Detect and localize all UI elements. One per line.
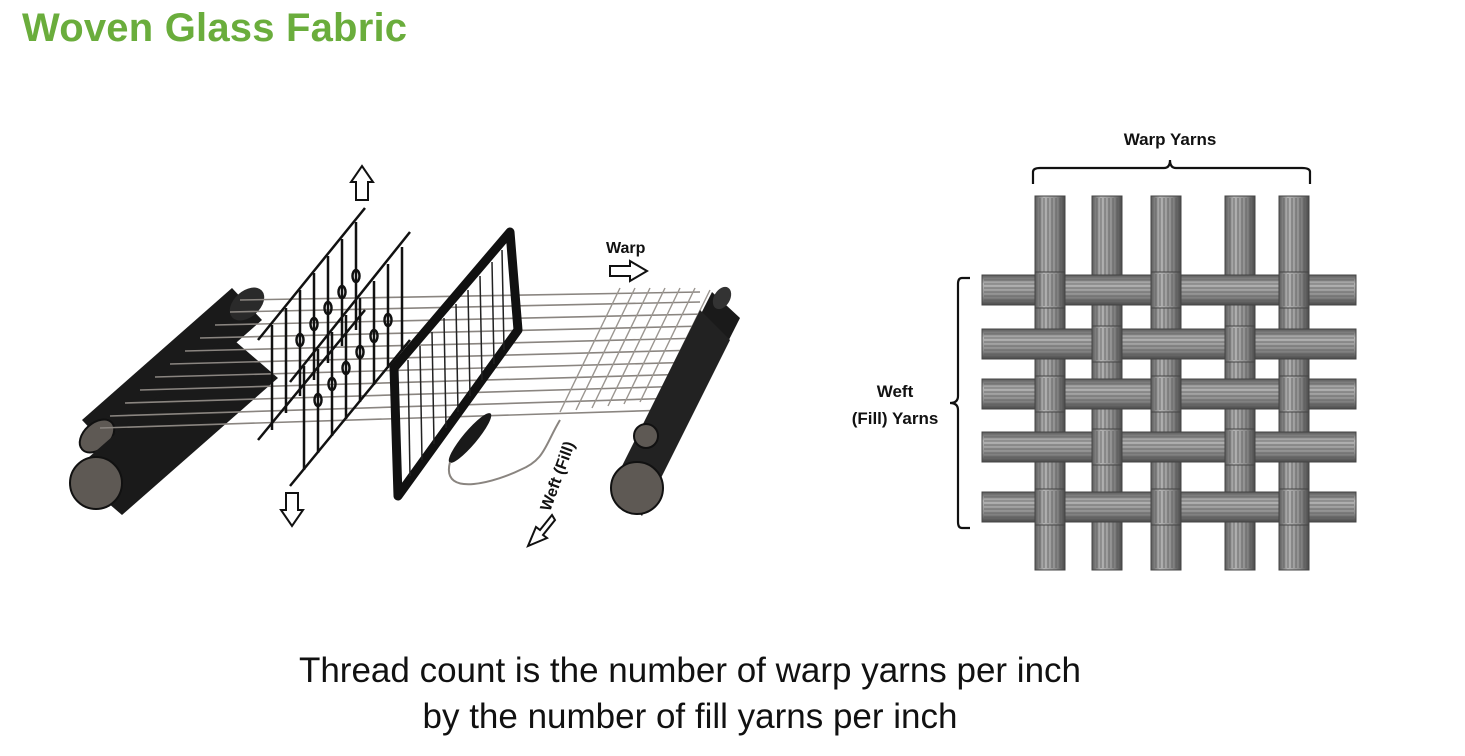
weft-yarn <box>981 328 1357 360</box>
warp-over-segment <box>1034 375 1066 413</box>
warp-over-segment <box>1278 375 1310 413</box>
warp-yarns-label: Warp Yarns <box>1124 130 1217 149</box>
weft-yarns-bracket <box>949 276 970 530</box>
weft-yarns-label-line1: Weft <box>877 382 914 401</box>
weft-yarns-label-line2: (Fill) Yarns <box>852 409 939 428</box>
warp-over-segment <box>1091 428 1123 466</box>
warp-threads <box>99 291 706 429</box>
warp-over-segment <box>1224 428 1256 466</box>
weave-diagram: Warp Yarns Weft (Fill) Yarns <box>852 130 1357 571</box>
cloth-beam-right <box>610 286 740 516</box>
warp-over-segment <box>1150 271 1182 309</box>
heddle-frame-1 <box>257 207 366 441</box>
warp-yarns-bracket <box>1031 159 1312 184</box>
up-arrow-icon <box>349 164 375 201</box>
caption: Thread count is the number of warp yarns… <box>0 648 1380 740</box>
heddle-frame-2 <box>289 231 411 487</box>
weave-grid <box>981 195 1357 571</box>
weft-yarn <box>981 431 1357 463</box>
warp-over-segment <box>1091 325 1123 363</box>
shuttle <box>447 413 561 486</box>
warp-over-segment <box>1034 271 1066 309</box>
down-arrow-icon <box>279 492 305 528</box>
woven-cloth <box>559 287 711 413</box>
weft-arrow-icon <box>526 513 557 548</box>
warp-over-segment <box>1278 271 1310 309</box>
warp-arrow-icon <box>609 259 649 283</box>
warp-over-segment <box>1278 488 1310 526</box>
loom-diagram: Warp Weft (Fill) <box>69 164 740 548</box>
page-title: Woven Glass Fabric <box>22 6 408 50</box>
warp-label: Warp <box>606 240 646 257</box>
warp-over-segment <box>1034 488 1066 526</box>
warp-over-segment <box>1224 325 1256 363</box>
caption-line-1: Thread count is the number of warp yarns… <box>298 651 1082 690</box>
reed <box>389 227 523 501</box>
warp-over-segment <box>1150 488 1182 526</box>
warp-over-segment <box>1150 375 1182 413</box>
caption-line-2: by the number of fill yarns per inch <box>422 697 958 736</box>
